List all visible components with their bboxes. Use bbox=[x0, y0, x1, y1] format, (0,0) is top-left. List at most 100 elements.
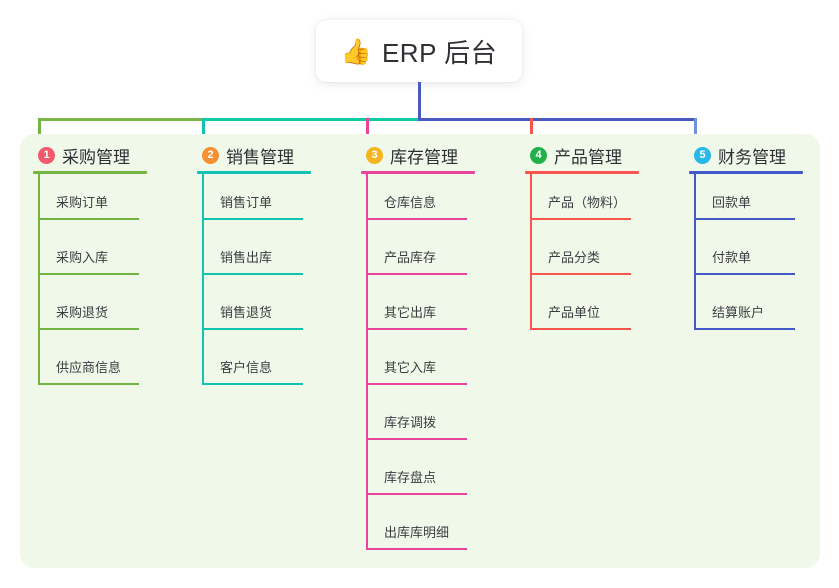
leaf-node[interactable]: 产品分类 bbox=[530, 239, 631, 275]
leaf-label: 库存盘点 bbox=[384, 470, 437, 485]
root-node[interactable]: 👍 ERP 后台 bbox=[316, 20, 522, 82]
column-header-rule-1 bbox=[33, 171, 147, 174]
leaf-rule bbox=[694, 328, 795, 330]
leaf-rule bbox=[38, 218, 139, 220]
drop-line-3 bbox=[366, 118, 369, 140]
drop-line-1 bbox=[38, 118, 41, 140]
column-title-5: 财务管理 bbox=[718, 147, 786, 167]
leaf-node[interactable]: 库存盘点 bbox=[366, 459, 467, 495]
leaf-rule bbox=[366, 438, 467, 440]
leaf-node[interactable]: 仓库信息 bbox=[366, 184, 467, 220]
leaf-label: 产品单位 bbox=[548, 305, 601, 320]
bar-segment-right bbox=[418, 118, 697, 121]
leaf-node[interactable]: 库存调拨 bbox=[366, 404, 467, 440]
column-badge-5: 5 bbox=[694, 146, 711, 164]
column-spine-4 bbox=[530, 174, 532, 330]
leaf-rule bbox=[38, 273, 139, 275]
leaf-label: 采购入库 bbox=[56, 250, 109, 265]
leaf-rule bbox=[38, 328, 139, 330]
column-header-rule-2 bbox=[197, 171, 311, 174]
leaf-rule bbox=[366, 493, 467, 495]
column-badge-2: 2 bbox=[202, 146, 219, 164]
leaf-label: 出库库明细 bbox=[384, 525, 450, 540]
leaf-node[interactable]: 客户信息 bbox=[202, 349, 303, 385]
leaf-node[interactable]: 付款单 bbox=[694, 239, 795, 275]
trunk-line bbox=[418, 82, 421, 121]
column-header-4[interactable]: 4 产品管理 bbox=[525, 140, 622, 170]
column-badge-3: 3 bbox=[366, 146, 383, 164]
leaf-rule bbox=[530, 328, 631, 330]
leaf-rule bbox=[366, 273, 467, 275]
leaf-label: 销售订单 bbox=[220, 195, 273, 210]
leaf-label: 回款单 bbox=[712, 195, 752, 210]
leaf-rule bbox=[694, 273, 795, 275]
leaf-node[interactable]: 结算账户 bbox=[694, 294, 795, 330]
leaf-label: 产品库存 bbox=[384, 250, 437, 265]
column-badge-4: 4 bbox=[530, 146, 547, 164]
bar-segment-mid bbox=[202, 118, 421, 121]
leaf-label: 其它出库 bbox=[384, 305, 437, 320]
leaf-label: 仓库信息 bbox=[384, 195, 437, 210]
leaf-node[interactable]: 采购订单 bbox=[38, 184, 139, 220]
leaf-rule bbox=[202, 218, 303, 220]
column-header-1[interactable]: 1 采购管理 bbox=[33, 140, 130, 170]
column-header-rule-4 bbox=[525, 171, 639, 174]
leaf-rule bbox=[366, 328, 467, 330]
leaf-label: 产品分类 bbox=[548, 250, 601, 265]
bar-segment-left bbox=[38, 118, 205, 121]
column-header-5[interactable]: 5 财务管理 bbox=[689, 140, 786, 170]
column-title-1: 采购管理 bbox=[62, 147, 130, 167]
thumbs-up-icon: 👍 bbox=[340, 37, 372, 66]
leaf-label: 销售出库 bbox=[220, 250, 273, 265]
leaf-node[interactable]: 采购退货 bbox=[38, 294, 139, 330]
leaf-node[interactable]: 销售出库 bbox=[202, 239, 303, 275]
leaf-rule bbox=[694, 218, 795, 220]
column-header-2[interactable]: 2 销售管理 bbox=[197, 140, 294, 170]
leaf-node[interactable]: 其它出库 bbox=[366, 294, 467, 330]
column-spine-2 bbox=[202, 174, 204, 385]
column-title-3: 库存管理 bbox=[390, 147, 458, 167]
column-title-4: 产品管理 bbox=[554, 147, 622, 167]
column-title-2: 销售管理 bbox=[226, 147, 294, 167]
column-1: 1 采购管理采购订单采购入库采购退货供应商信息 bbox=[33, 140, 147, 385]
leaf-rule bbox=[366, 383, 467, 385]
column-4: 4 产品管理产品（物料） 产品分类产品单位 bbox=[525, 140, 639, 330]
leaf-rule bbox=[202, 273, 303, 275]
leaf-rule bbox=[202, 383, 303, 385]
column-spine-3 bbox=[366, 174, 368, 550]
leaf-label: 产品（物料） bbox=[548, 195, 627, 210]
leaf-rule bbox=[366, 548, 467, 550]
drop-line-5 bbox=[694, 118, 697, 140]
leaf-rule bbox=[38, 383, 139, 385]
drop-line-4 bbox=[530, 118, 533, 140]
leaf-node[interactable]: 出库库明细 bbox=[366, 514, 467, 550]
column-header-rule-3 bbox=[361, 171, 475, 174]
diagram-panel bbox=[20, 134, 820, 568]
column-5: 5 财务管理回款单付款单结算账户 bbox=[689, 140, 803, 330]
column-header-rule-5 bbox=[689, 171, 803, 174]
leaf-node[interactable]: 产品（物料） bbox=[530, 184, 631, 220]
leaf-node[interactable]: 销售退货 bbox=[202, 294, 303, 330]
leaf-node[interactable]: 产品单位 bbox=[530, 294, 631, 330]
leaf-label: 其它入库 bbox=[384, 360, 437, 375]
leaf-rule bbox=[202, 328, 303, 330]
column-header-3[interactable]: 3 库存管理 bbox=[361, 140, 458, 170]
leaf-node[interactable]: 产品库存 bbox=[366, 239, 467, 275]
leaf-label: 客户信息 bbox=[220, 360, 273, 375]
column-badge-1: 1 bbox=[38, 146, 55, 164]
leaf-node[interactable]: 供应商信息 bbox=[38, 349, 139, 385]
leaf-node[interactable]: 采购入库 bbox=[38, 239, 139, 275]
leaf-label: 结算账户 bbox=[712, 305, 765, 320]
leaf-label: 销售退货 bbox=[220, 305, 273, 320]
leaf-node[interactable]: 销售订单 bbox=[202, 184, 303, 220]
column-spine-5 bbox=[694, 174, 696, 330]
leaf-rule bbox=[366, 218, 467, 220]
root-node-title: ERP 后台 bbox=[381, 37, 498, 68]
column-3: 3 库存管理仓库信息产品库存其它出库其它入库库存调拨库存盘点出库库明细 bbox=[361, 140, 475, 550]
column-2: 2 销售管理销售订单销售出库销售退货客户信息 bbox=[197, 140, 311, 385]
leaf-node[interactable]: 其它入库 bbox=[366, 349, 467, 385]
column-spine-1 bbox=[38, 174, 40, 385]
leaf-label: 采购退货 bbox=[56, 305, 109, 320]
leaf-node[interactable]: 回款单 bbox=[694, 184, 795, 220]
leaf-label: 采购订单 bbox=[56, 195, 109, 210]
